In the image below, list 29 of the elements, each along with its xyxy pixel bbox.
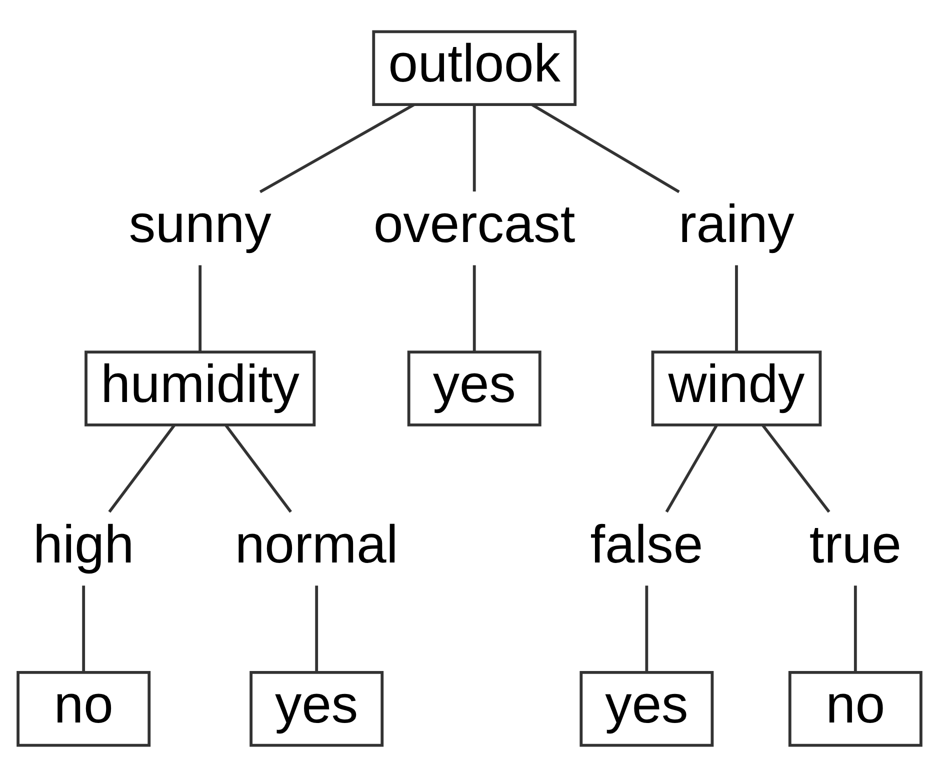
connector <box>472 104 476 191</box>
connector <box>259 102 415 193</box>
node-text: false <box>590 514 704 574</box>
connector <box>224 424 292 512</box>
connector <box>82 585 86 672</box>
node-box: outlook <box>372 30 577 106</box>
node-box: humidity <box>84 350 316 426</box>
node-text: sunny <box>128 194 272 254</box>
node-text: high <box>33 514 134 574</box>
connector <box>762 424 830 512</box>
connector <box>645 585 648 672</box>
node-text: true <box>809 514 902 574</box>
connector <box>472 264 476 352</box>
connector <box>531 102 680 193</box>
node-text: normal <box>235 514 398 574</box>
node-box: no <box>788 670 922 746</box>
connector <box>854 585 857 672</box>
node-text: rainy <box>678 194 794 254</box>
node-box: windy <box>651 350 822 426</box>
connector <box>315 585 318 672</box>
node-text: overcast <box>373 194 576 254</box>
node-box: yes <box>407 350 542 426</box>
connector <box>665 424 718 512</box>
node-box: yes <box>250 670 384 746</box>
node-box: yes <box>580 670 714 746</box>
connector <box>198 264 202 352</box>
node-box: no <box>16 670 151 746</box>
connector <box>108 424 176 512</box>
connector <box>735 264 738 352</box>
